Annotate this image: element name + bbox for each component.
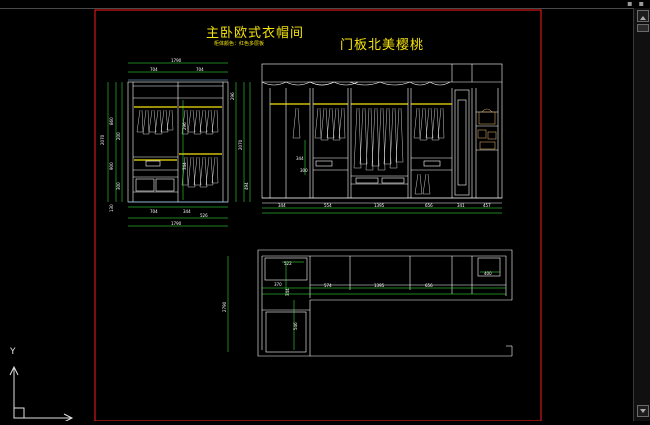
- vertical-scrollbar[interactable]: [633, 8, 650, 421]
- dim-text: 200: [116, 132, 121, 140]
- dim-text: 526: [200, 213, 208, 218]
- dim-text: 370: [274, 282, 282, 287]
- dim-text: 130: [109, 204, 114, 212]
- dim-text: 300: [116, 182, 121, 190]
- dim-text: 344: [278, 203, 286, 208]
- dim-text: 2790: [222, 301, 227, 312]
- window-title-bar: ▪ ▪: [0, 0, 650, 9]
- scroll-down-icon[interactable]: [637, 405, 649, 417]
- plan-view: [257, 249, 513, 357]
- dim-text: 704: [150, 209, 158, 214]
- dim-text: 344: [182, 162, 187, 170]
- dim-text: 546: [293, 322, 298, 330]
- dim-text: 1395: [374, 283, 385, 288]
- dim-text: 344: [183, 209, 191, 214]
- dim-text: 300: [300, 168, 308, 173]
- front-elevation-bags: [477, 108, 497, 150]
- dim-text: 1395: [374, 203, 385, 208]
- left-elevation: [127, 79, 229, 203]
- ucs-y-label: Y: [10, 347, 16, 357]
- dim-text: 1790: [171, 221, 182, 226]
- dim-text: 341: [457, 203, 465, 208]
- left-elevation-clothes: [136, 109, 219, 188]
- restore-icon[interactable]: ▪: [627, 0, 633, 8]
- dim-text: 344: [285, 288, 290, 296]
- dim-text: 574: [324, 283, 332, 288]
- dim-text: 296: [230, 92, 235, 100]
- drawing-title: 主卧欧式衣帽间: [206, 26, 305, 41]
- dim-text: 494: [244, 182, 249, 190]
- dim-text: 900: [109, 162, 114, 170]
- front-elevation-clothes: [292, 107, 445, 195]
- dim-text: 400: [484, 271, 492, 276]
- scroll-up-icon[interactable]: [637, 10, 649, 22]
- door-material-label: 门板北美樱桃: [340, 38, 425, 53]
- dim-text: 457: [483, 203, 491, 208]
- dim-text: 656: [425, 283, 433, 288]
- dim-text: 860: [109, 117, 114, 125]
- ucs-icon: Y: [0, 345, 80, 423]
- dim-text: 704: [150, 67, 158, 72]
- dim-text: 2070: [238, 139, 243, 150]
- front-elevation-dimensions: [262, 140, 502, 214]
- drawing-subtitle: 柜体颜色：红色多层板: [214, 41, 265, 47]
- dim-text: 656: [425, 203, 433, 208]
- plan-view-dimensions: [227, 256, 506, 352]
- dim-text: 554: [324, 203, 332, 208]
- close-icon[interactable]: ▪: [638, 0, 644, 8]
- window-controls: ▪ ▪: [627, 0, 644, 8]
- front-elevation: [261, 63, 503, 204]
- left-elevation-dim-text: 1790 704 704 704 344 526 1790 2070 860 9…: [100, 58, 249, 226]
- dim-text: 704: [196, 67, 204, 72]
- scroll-thumb[interactable]: [637, 24, 649, 32]
- plan-view-dim-text: 522 574 1395 656 400 344 2790 546 370: [222, 261, 492, 330]
- front-elevation-dim-text: 344 554 1395 656 341 457 344 300: [278, 156, 491, 208]
- dim-text: 522: [284, 261, 292, 266]
- dim-text: 2070: [100, 134, 105, 145]
- dim-text: 1790: [171, 58, 182, 63]
- sheet-border: [94, 9, 542, 421]
- dim-text: 344: [296, 156, 304, 161]
- left-elevation-dimensions: [107, 62, 251, 227]
- dim-text: 296: [182, 122, 187, 130]
